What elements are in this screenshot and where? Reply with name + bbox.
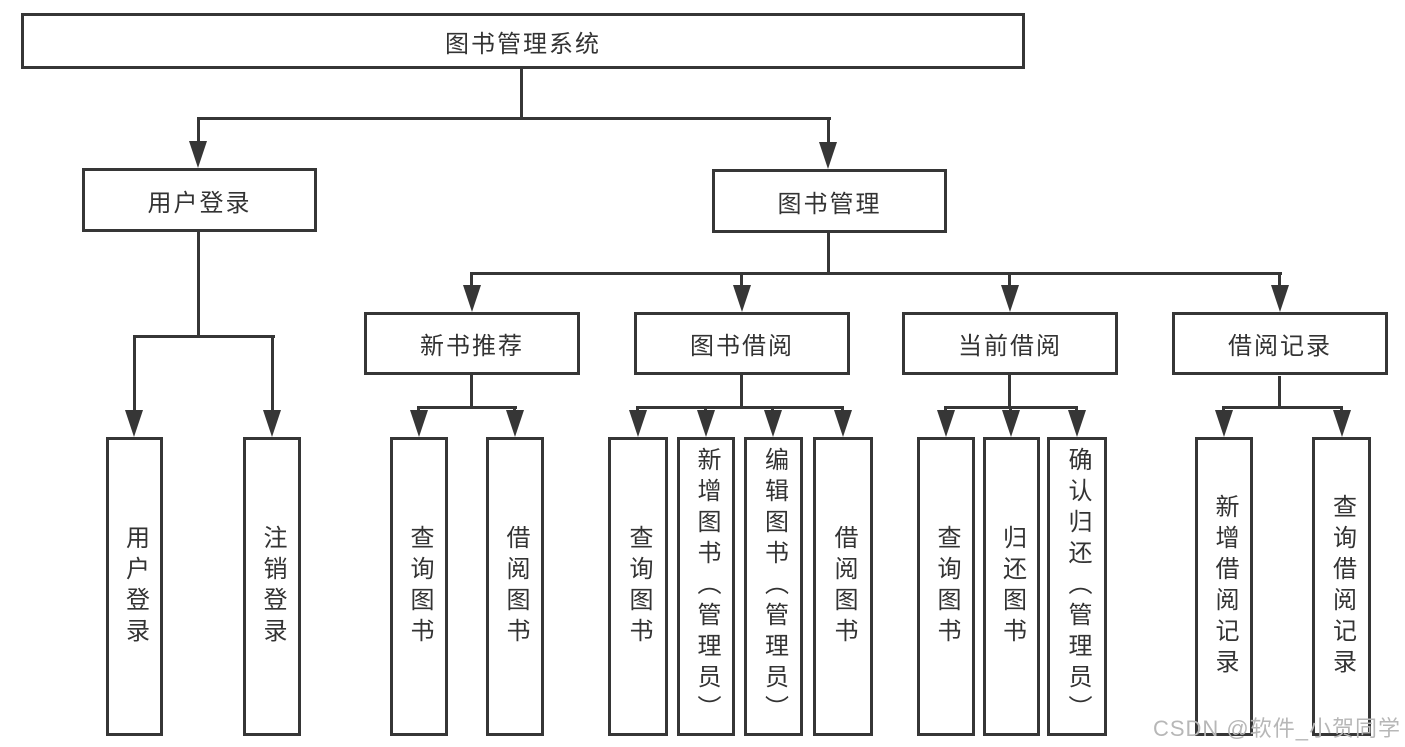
node-user-login: 用户登录 [82, 168, 317, 232]
edge-user-leaf2-stem [271, 338, 274, 413]
leaf-newbook-borrow-books: 借阅图书 [486, 437, 544, 736]
edge-newbook-group-stem [470, 375, 473, 409]
node-label: 查询图书 [406, 524, 433, 649]
node-label: 图书管理 [777, 190, 882, 218]
arrow-record-leaf1-icon [1215, 410, 1233, 437]
leaf-borrow-edit-books-admin: 编辑图书（管理员） [744, 437, 803, 736]
node-label: 用户登录 [147, 189, 252, 217]
node-label: 借阅图书 [830, 524, 857, 649]
arrow-record-leaf2-icon [1333, 410, 1351, 437]
arrow-current-icon [1001, 285, 1019, 312]
node-label: 用户登录 [121, 524, 149, 649]
leaf-borrow-add-books-admin: 新增图书（管理员） [677, 437, 735, 736]
node-current-borrowing: 当前借阅 [902, 312, 1118, 375]
node-label: 新增图书（管理员） [693, 447, 720, 726]
leaf-current-return-books: 归还图书 [983, 437, 1040, 736]
leaf-current-confirm-return-admin: 确认归还（管理员） [1047, 437, 1107, 736]
arrow-borrow-icon [733, 285, 751, 312]
edge-record-rail [1222, 406, 1343, 409]
node-label: 图书借阅 [690, 333, 794, 360]
arrow-record-icon [1271, 285, 1289, 312]
node-label: 新书推荐 [420, 333, 524, 360]
node-label: 编辑图书（管理员） [760, 447, 788, 726]
edge-current-stem [1008, 275, 1011, 289]
edge-record-group-stem [1278, 376, 1281, 409]
edge-book-group-stem [827, 233, 830, 275]
edge-current-group-stem [1008, 375, 1011, 409]
node-borrowing-records: 借阅记录 [1172, 312, 1388, 375]
arrow-user-login-icon [189, 141, 207, 168]
edge-user-group-stem [197, 232, 200, 338]
edge-level3-rail [470, 272, 1282, 275]
arrow-book-mgmt-icon [819, 142, 837, 169]
leaf-borrow-query-books: 查询图书 [608, 437, 668, 736]
leaf-record-query-borrow-record: 查询借阅记录 [1312, 437, 1371, 736]
node-library-management-system: 图书管理系统 [21, 13, 1025, 69]
edge-record-stem [1278, 275, 1281, 289]
node-label: 确认归还（管理员） [1064, 447, 1091, 726]
node-book-borrowing: 图书借阅 [634, 312, 850, 375]
arrow-borrow-leaf4-icon [834, 410, 852, 437]
node-label: 借阅记录 [1228, 333, 1332, 360]
node-label: 查询借阅记录 [1328, 493, 1356, 680]
node-label: 借阅图书 [502, 524, 529, 649]
arrow-borrow-leaf2-icon [697, 410, 715, 437]
node-label: 归还图书 [998, 524, 1026, 649]
arrow-current-leaf1-icon [937, 410, 955, 437]
arrow-current-leaf3-icon [1068, 410, 1086, 437]
leaf-record-add-borrow-record: 新增借阅记录 [1195, 437, 1253, 736]
arrow-user-leaf1-icon [125, 410, 143, 437]
edge-user-login-stem [197, 120, 200, 146]
arrow-borrow-leaf1-icon [629, 410, 647, 437]
arrow-newbook-leaf1-icon [410, 410, 428, 437]
node-label: 查询图书 [625, 524, 652, 649]
arrow-borrow-leaf3-icon [764, 410, 782, 437]
node-book-management: 图书管理 [712, 169, 947, 233]
edge-level2-rail [197, 117, 831, 120]
edge-newbook-rail [418, 406, 517, 409]
leaf-borrow-borrow-books: 借阅图书 [813, 437, 873, 736]
edge-user-group-rail [133, 335, 275, 338]
node-label: 新增借阅记录 [1211, 493, 1238, 680]
arrow-newbook-icon [463, 285, 481, 312]
node-label: 查询图书 [933, 524, 960, 649]
edge-borrow-group-stem [740, 375, 743, 409]
leaf-current-query-books: 查询图书 [917, 437, 975, 736]
leaf-newbook-query-books: 查询图书 [390, 437, 448, 736]
leaf-logout: 注销登录 [243, 437, 301, 736]
arrow-user-leaf2-icon [263, 410, 281, 437]
edge-newbook-stem [470, 275, 473, 289]
edge-borrow-rail [636, 406, 844, 409]
leaf-user-login: 用户登录 [106, 437, 163, 736]
edge-root-stem [520, 69, 523, 120]
node-new-book-recommend: 新书推荐 [364, 312, 580, 375]
arrow-current-leaf2-icon [1002, 410, 1020, 437]
csdn-watermark: CSDN @软件_小贺同学 [1152, 716, 1401, 741]
arrow-newbook-leaf2-icon [506, 410, 524, 437]
node-label: 图书管理系统 [445, 30, 601, 58]
edge-book-mgmt-stem [827, 120, 830, 147]
node-label: 注销登录 [259, 524, 286, 649]
edge-user-leaf1-stem [133, 338, 136, 413]
edge-borrow-stem [740, 275, 743, 289]
node-label: 当前借阅 [958, 333, 1062, 360]
